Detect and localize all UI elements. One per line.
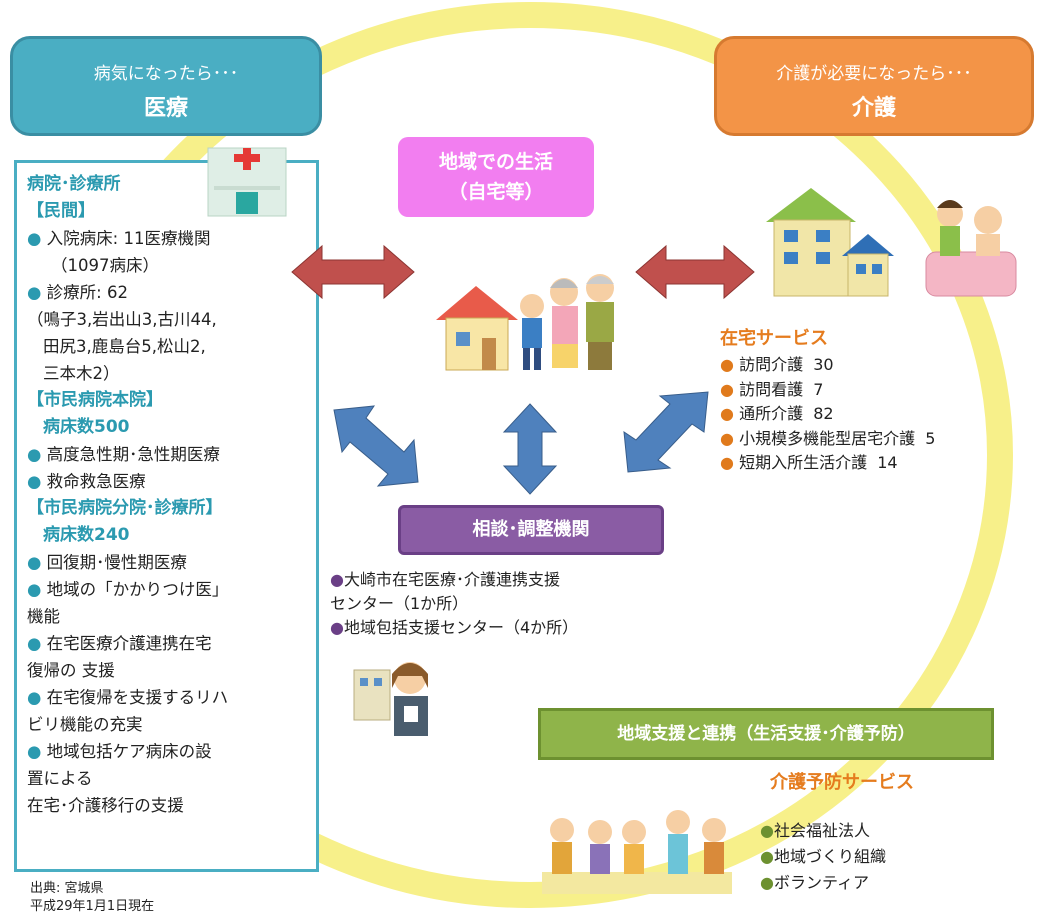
bullet-icon: ● [27, 634, 42, 653]
prevention-services-list: ●社会福祉法人 ●地域づくり組織 ●ボランティア [760, 818, 886, 896]
home-services-title: 在宅サービス [720, 328, 828, 349]
consultation-item: ●地域包括支援センター（4か所） [330, 618, 579, 637]
private-heading: 【民間】 [27, 201, 95, 221]
life-care-arrow [635, 244, 755, 300]
branch-beds: 病床数240 [43, 525, 130, 545]
branch-item: ● 在宅復帰を支援するリハ [27, 688, 229, 707]
bullet-icon: ● [27, 688, 42, 707]
branch-item: ● 地域包括ケア病床の設 [27, 742, 212, 761]
bullet-icon: ● [720, 404, 734, 423]
care-header-title: 介護 [851, 96, 896, 121]
medical-header-title: 医療 [143, 96, 188, 121]
branch-item-cont: ビリ機能の充実 [27, 715, 143, 734]
bullet-icon: ● [330, 570, 344, 589]
bullet-icon: ● [720, 355, 734, 374]
bullet-icon: ● [27, 445, 42, 464]
regional-support-header: 地域支援と連携（生活支援･介護予防） [538, 708, 994, 760]
main-hospital-heading: 【市民病院本院】 [27, 390, 163, 410]
branch-item: ● 地域の「かかりつけ医」 [27, 580, 229, 599]
consultation-center-list: ●大崎市在宅医療･介護連携支援 センター（1か所） ●地域包括支援センター（4か… [330, 568, 710, 640]
bullet-icon: ● [27, 742, 42, 761]
bullet-icon: ● [27, 553, 42, 572]
bathing-care-icon [925, 200, 1017, 297]
branch-item-cont: 機能 [27, 607, 60, 626]
care-facility-icon [766, 188, 894, 297]
branch-item-cont: 復帰の 支援 [27, 661, 115, 680]
home-service-item: ● 訪問看護 7 [720, 379, 824, 399]
consultation-center-header: 相談･調整機関 [398, 505, 664, 555]
bullet-icon: ● [27, 580, 42, 599]
inpatient-item: ● 入院病床: 11医療機関 [27, 229, 211, 248]
life-center-arrow [502, 403, 558, 495]
prevention-item: ●地域づくり組織 [760, 847, 886, 866]
medical-header: 病気になったら･･･ 医療 [10, 36, 322, 136]
clinics-detail-1: （鳴子3,岩出山3,古川44, [27, 310, 217, 329]
source-line: 出典: 宮城県 [30, 881, 104, 896]
clinics-detail-3: 三本木2） [43, 364, 120, 383]
bullet-icon: ● [760, 847, 774, 866]
branch-item: ● 回復期･慢性期医療 [27, 553, 187, 572]
bullet-icon: ● [27, 283, 42, 302]
main-hospital-item: ● 高度急性期･急性期医療 [27, 445, 220, 464]
bullet-icon: ● [760, 821, 774, 840]
bullet-icon: ● [760, 873, 774, 892]
home-service-item: ● 通所介護 82 [720, 404, 834, 423]
home-service-item: ● 訪問介護 30 [720, 355, 834, 374]
consultation-item: ●大崎市在宅医療･介護連携支援 [330, 570, 560, 589]
community-life-title: 地域での生活 [438, 151, 553, 173]
home-service-item: ● 小規模多機能型居宅介護 5 [720, 428, 936, 448]
prevention-services-title: 介護予防サービス [770, 772, 914, 793]
consultation-item-cont: センター（1か所） [330, 594, 469, 613]
family-home-icon [436, 274, 614, 371]
elderly-group-icon [542, 810, 732, 894]
prevention-item: ●ボランティア [760, 873, 870, 892]
community-life-subtitle: （自宅等） [448, 181, 544, 203]
inpatient-beds: （1097病床） [51, 256, 159, 275]
source-note: 出典: 宮城県 平成29年1月1日現在 [30, 880, 154, 916]
bullet-icon: ● [720, 379, 734, 399]
bullet-icon: ● [720, 428, 734, 448]
prevention-item: ●社会福祉法人 [760, 821, 870, 840]
clinics-detail-2: 田尻3,鹿島台5,松山2, [43, 337, 206, 356]
medical-header-subtitle: 病気になったら･･･ [93, 64, 239, 84]
care-header-subtitle: 介護が必要になったら･･･ [776, 64, 972, 84]
branch-item: ● 在宅医療介護連携在宅 [27, 634, 212, 653]
hospital-clinic-title: 病院･診療所 [27, 174, 121, 194]
home-services-list: 在宅サービス ● 訪問介護 30 ● 訪問看護 7 ● 通所介護 82 ● 小規… [720, 325, 1050, 476]
medical-center-arrow [333, 405, 419, 487]
branch-item-cont: 在宅･介護移行の支援 [27, 796, 184, 815]
branch-item-cont: 置による [27, 769, 93, 788]
consultant-icon [353, 662, 428, 736]
care-center-arrow [623, 391, 709, 473]
bullet-icon: ● [720, 453, 734, 472]
medical-life-arrow [291, 244, 415, 300]
care-header: 介護が必要になったら･･･ 介護 [714, 36, 1034, 136]
main-hospital-item: ● 救命救急医療 [27, 472, 146, 491]
community-life-box: 地域での生活 （自宅等） [398, 137, 594, 217]
hospital-icon [207, 147, 287, 217]
bullet-icon: ● [330, 618, 344, 637]
branch-heading: 【市民病院分院･診療所】 [27, 498, 223, 518]
bullet-icon: ● [27, 229, 42, 248]
home-service-item: ● 短期入所生活介護 14 [720, 453, 898, 472]
source-date: 平成29年1月1日現在 [30, 899, 155, 914]
main-hospital-beds: 病床数500 [43, 417, 130, 437]
clinics-item: ● 診療所: 62 [27, 283, 128, 302]
medical-panel: 病院･診療所 【民間】 ● 入院病床: 11医療機関 （1097病床） ● 診療… [14, 160, 319, 872]
bullet-icon: ● [27, 472, 42, 491]
